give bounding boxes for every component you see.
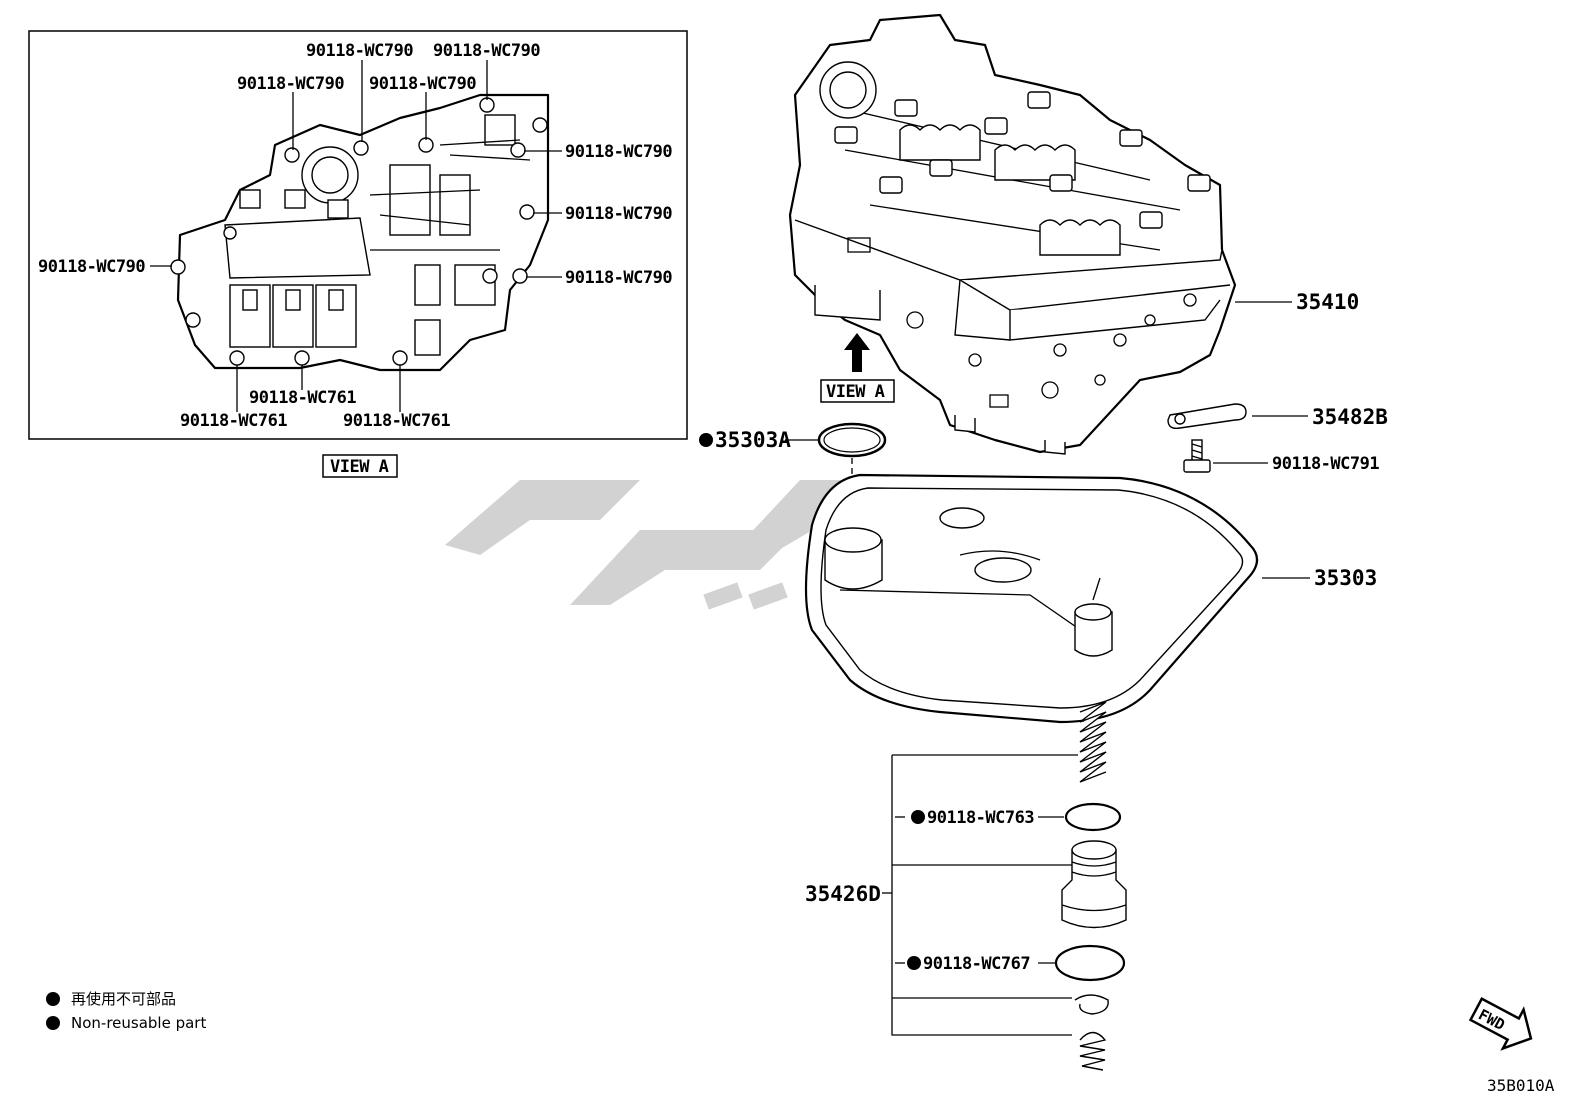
- part-label-90118-wc791: 90118-WC791: [1272, 454, 1379, 474]
- view-a-caption: VIEW A: [330, 457, 389, 477]
- diagram-code: 35B010A: [1487, 1076, 1555, 1095]
- view-a-label-top-3: 90118-WC790: [237, 74, 344, 94]
- view-a-frame: [28, 30, 688, 440]
- view-a-label-top-1: 90118-WC790: [306, 41, 413, 61]
- view-a-arrow-label: VIEW A: [826, 382, 885, 402]
- view-a-label-bottom-1: 90118-WC761: [249, 388, 356, 408]
- valve-body-35410: [788, 13, 1237, 455]
- view-a-label-right-1: 90118-WC790: [565, 142, 672, 162]
- view-a-label-right-3: 90118-WC790: [565, 268, 672, 288]
- view-a-valve-body: [170, 93, 550, 372]
- part-label-35303a: 35303A: [715, 428, 791, 452]
- view-a-label-bottom-2: 90118-WC761: [180, 411, 287, 431]
- view-a-arrow: [820, 333, 895, 403]
- bolt-90118-wc791: 90118-WC791: [1183, 439, 1380, 474]
- gasket-35303a: 35303A: [699, 422, 887, 520]
- part-label-90118-wc767: 90118-WC767: [923, 954, 1030, 974]
- legend-en-text: Non-reusable part: [71, 1014, 207, 1032]
- part-label-35426d: 35426D: [805, 882, 881, 906]
- view-a-label-top-4: 90118-WC790: [369, 74, 476, 94]
- non-reusable-dot-35303a: [699, 433, 713, 447]
- lever-35482b: 35482B: [1167, 403, 1388, 430]
- view-a-caption-box: [322, 454, 398, 478]
- non-reusable-dot-wc767: [907, 956, 921, 970]
- view-a-labels: 90118-WC790 90118-WC790 90118-WC790 9011…: [38, 41, 673, 431]
- part-label-35410: 35410: [1296, 290, 1359, 314]
- view-a-label-bottom-3: 90118-WC761: [343, 411, 450, 431]
- non-reusable-dot-wc763: [911, 810, 925, 824]
- non-reusable-dot-icon: [46, 1016, 60, 1030]
- view-a-label-left: 90118-WC790: [38, 257, 145, 277]
- legend-en: Non-reusable part: [46, 1014, 206, 1032]
- fwd-arrow: FWD: [1468, 997, 1533, 1051]
- part-label-90118-wc763: 90118-WC763: [927, 808, 1034, 828]
- strainer-35303: 35303: [804, 473, 1377, 724]
- legend-ja-text: 再使用不可部品: [71, 990, 177, 1008]
- view-a-leaders: [150, 60, 562, 412]
- non-reusable-dot-icon: [46, 991, 60, 1006]
- part-label-35303: 35303: [1314, 566, 1377, 590]
- part-label-35482b: 35482B: [1312, 405, 1388, 429]
- view-a-label-top-2: 90118-WC790: [433, 41, 540, 61]
- legend-ja: 再使用不可部品: [46, 988, 176, 1009]
- accumulator-35426d: 35426D 90118-WC763 90118-WC767: [805, 701, 1127, 1071]
- view-a-label-right-2: 90118-WC790: [565, 204, 672, 224]
